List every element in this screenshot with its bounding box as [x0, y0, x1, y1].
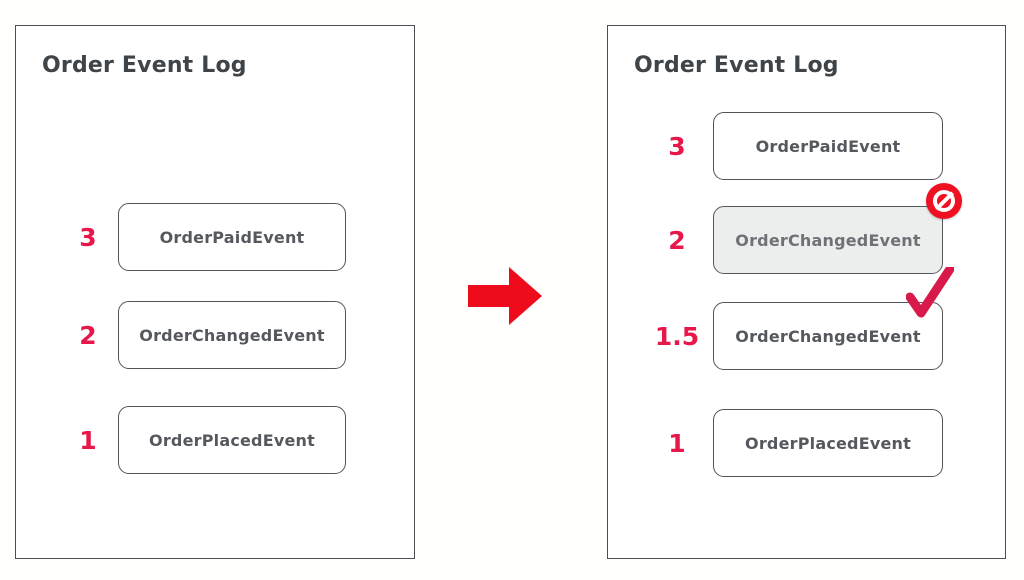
event-name: OrderPlacedEvent — [745, 433, 911, 453]
event-name: OrderChangedEvent — [735, 326, 921, 346]
event-row[interactable]: 3 OrderPaidEvent — [649, 112, 943, 180]
event-row[interactable]: 2 OrderChangedEvent — [72, 301, 346, 369]
right-arrow-icon — [466, 265, 544, 327]
event-row[interactable]: 2 OrderChangedEvent — [649, 183, 962, 274]
event-name: OrderChangedEvent — [735, 230, 921, 250]
event-index: 3 — [79, 222, 97, 252]
right-event-list: 3 OrderPaidEvent 2 OrderChangedEvent 1.5… — [608, 26, 1005, 558]
event-index: 1 — [668, 428, 686, 458]
prohibited-icon — [926, 183, 962, 219]
event-row[interactable]: 1.5 OrderChangedEvent — [649, 264, 955, 370]
event-box[interactable]: OrderPlacedEvent — [713, 409, 943, 477]
event-box[interactable]: OrderPlacedEvent — [118, 406, 346, 474]
event-index: 2 — [79, 320, 97, 350]
event-row[interactable]: 3 OrderPaidEvent — [72, 203, 346, 271]
event-name: OrderChangedEvent — [139, 325, 325, 345]
event-box[interactable]: OrderChangedEvent — [713, 264, 955, 370]
event-name: OrderPlacedEvent — [149, 430, 315, 450]
event-name: OrderPaidEvent — [755, 136, 901, 156]
event-name: OrderPaidEvent — [159, 227, 305, 247]
event-index: 2 — [668, 225, 686, 255]
left-panel-title: Order Event Log — [42, 53, 247, 78]
event-index: 3 — [668, 131, 686, 161]
left-event-log-panel: Order Event Log 3 OrderPaidEvent 2 Order… — [15, 25, 415, 559]
right-panel-title: Order Event Log — [634, 53, 839, 78]
left-event-list: 3 OrderPaidEvent 2 OrderChangedEvent 1 O… — [16, 26, 414, 558]
right-event-log-panel: Order Event Log 3 OrderPaidEvent 2 Order… — [607, 25, 1006, 559]
event-row[interactable]: 1 OrderPlacedEvent — [72, 406, 346, 474]
event-index: 1.5 — [654, 321, 700, 351]
event-box[interactable]: OrderPaidEvent — [713, 112, 943, 180]
event-box[interactable]: OrderChangedEvent — [118, 301, 346, 369]
event-box-disabled[interactable]: OrderChangedEvent — [713, 183, 962, 274]
check-icon — [905, 264, 955, 321]
event-index: 1 — [79, 425, 97, 455]
event-box[interactable]: OrderPaidEvent — [118, 203, 346, 271]
event-row[interactable]: 1 OrderPlacedEvent — [649, 409, 943, 477]
